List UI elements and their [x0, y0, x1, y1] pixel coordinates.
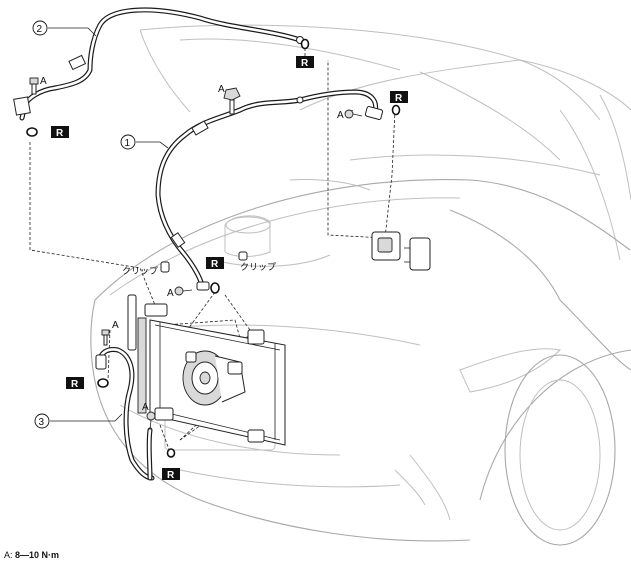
callout-number: 2 — [37, 24, 43, 35]
replace-badge: R — [162, 468, 180, 481]
svg-text:R: R — [211, 259, 219, 270]
bolts — [29, 77, 363, 431]
fastener-mark: A — [218, 84, 225, 95]
svg-text:R: R — [71, 379, 79, 390]
fastener-mark: A — [142, 402, 149, 413]
o-ring — [300, 38, 310, 50]
fastener-mark: A — [112, 320, 119, 331]
o-rings — [26, 38, 401, 458]
o-ring — [26, 127, 38, 137]
replace-badges: R R R R R R — [51, 56, 408, 481]
replace-badge: R — [206, 257, 224, 270]
clip-label: クリップ — [240, 262, 276, 273]
clip-label: クリップ — [122, 266, 158, 277]
clip-icon — [160, 261, 170, 273]
car-body-outline — [90, 24, 631, 546]
fastener-mark: A — [167, 288, 174, 299]
bolt-icon — [174, 286, 193, 296]
expansion-valve — [371, 231, 431, 271]
fastener-mark: A — [337, 110, 344, 121]
svg-text:R: R — [167, 470, 175, 481]
torque-value: 8—10 N·m — [15, 550, 60, 560]
pipe-2 — [13, 7, 304, 121]
bolt-icon — [223, 87, 241, 115]
callouts: 2 1 3 — [32, 20, 169, 429]
compressor — [182, 350, 246, 406]
clip-icon — [238, 251, 248, 261]
replace-badge: R — [390, 91, 408, 104]
torque-note: A: 8—10 N·m — [4, 550, 59, 560]
callout-circle — [34, 413, 50, 429]
replace-badge: R — [296, 56, 314, 69]
bolt-icon — [344, 109, 363, 119]
svg-text:R: R — [56, 128, 64, 139]
replace-badge: R — [66, 377, 84, 390]
callout-circle — [32, 20, 48, 36]
torque-key: A: — [4, 550, 13, 560]
svg-text:R: R — [395, 93, 403, 104]
fastener-marks: A A A A A A — [40, 76, 344, 413]
bolt-icon — [146, 411, 156, 431]
fastener-mark: A — [40, 76, 47, 87]
pipe-1 — [155, 89, 384, 291]
clip-labels: クリップ クリップ — [122, 262, 276, 277]
callout-number: 1 — [125, 138, 131, 149]
bolt-icon — [29, 77, 39, 95]
o-ring — [391, 104, 401, 116]
o-ring — [97, 378, 109, 388]
o-ring — [210, 282, 220, 294]
pipe-3 — [95, 347, 155, 481]
svg-text:R: R — [301, 58, 309, 69]
bolt-icon — [101, 329, 110, 346]
callout-circle — [120, 134, 136, 150]
callout-number: 3 — [39, 417, 45, 428]
o-ring — [166, 448, 176, 458]
replace-badge: R — [51, 126, 69, 139]
